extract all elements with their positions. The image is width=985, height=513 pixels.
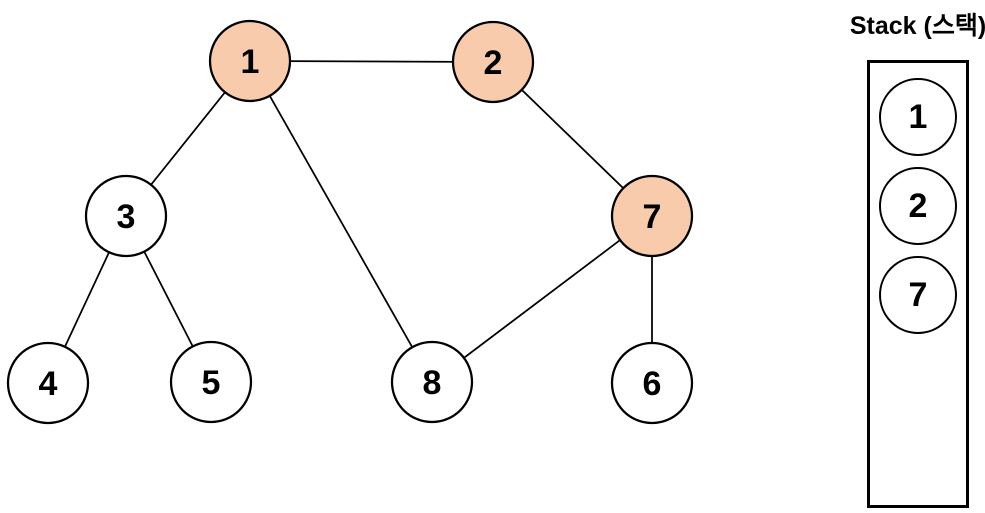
- stack-item-7: 7: [879, 256, 957, 334]
- stack-box: 1 2 7: [867, 60, 969, 508]
- graph-node-3: [84, 174, 168, 258]
- graph-node-4: [6, 341, 90, 425]
- graph-node-label-2: 2: [484, 44, 503, 82]
- graph-node-label-8: 8: [423, 364, 442, 402]
- graph-node-2: [451, 20, 535, 104]
- graph-node-label-1: 1: [241, 43, 260, 81]
- graph-node-8: [390, 340, 474, 424]
- stack-item-2: 2: [879, 167, 957, 245]
- graph-edge-7-8: [431, 215, 653, 383]
- stack-panel: Stack (스택) 1 2 7: [840, 0, 985, 513]
- graph-node-label-5: 5: [202, 364, 221, 402]
- graph-node-6: [610, 341, 694, 425]
- stack-title: Stack (스택): [849, 12, 985, 40]
- graph-edge-1-8: [249, 60, 433, 383]
- graph-node-7: [610, 174, 694, 258]
- graph-node-label-3: 3: [117, 198, 136, 236]
- graph-node-label-7: 7: [643, 198, 662, 236]
- graph-node-label-4: 4: [39, 365, 58, 403]
- graph-node-1: [208, 19, 292, 103]
- graph-node-label-6: 6: [643, 365, 662, 403]
- graph-node-5: [169, 340, 253, 424]
- stack-item-1: 1: [879, 78, 957, 156]
